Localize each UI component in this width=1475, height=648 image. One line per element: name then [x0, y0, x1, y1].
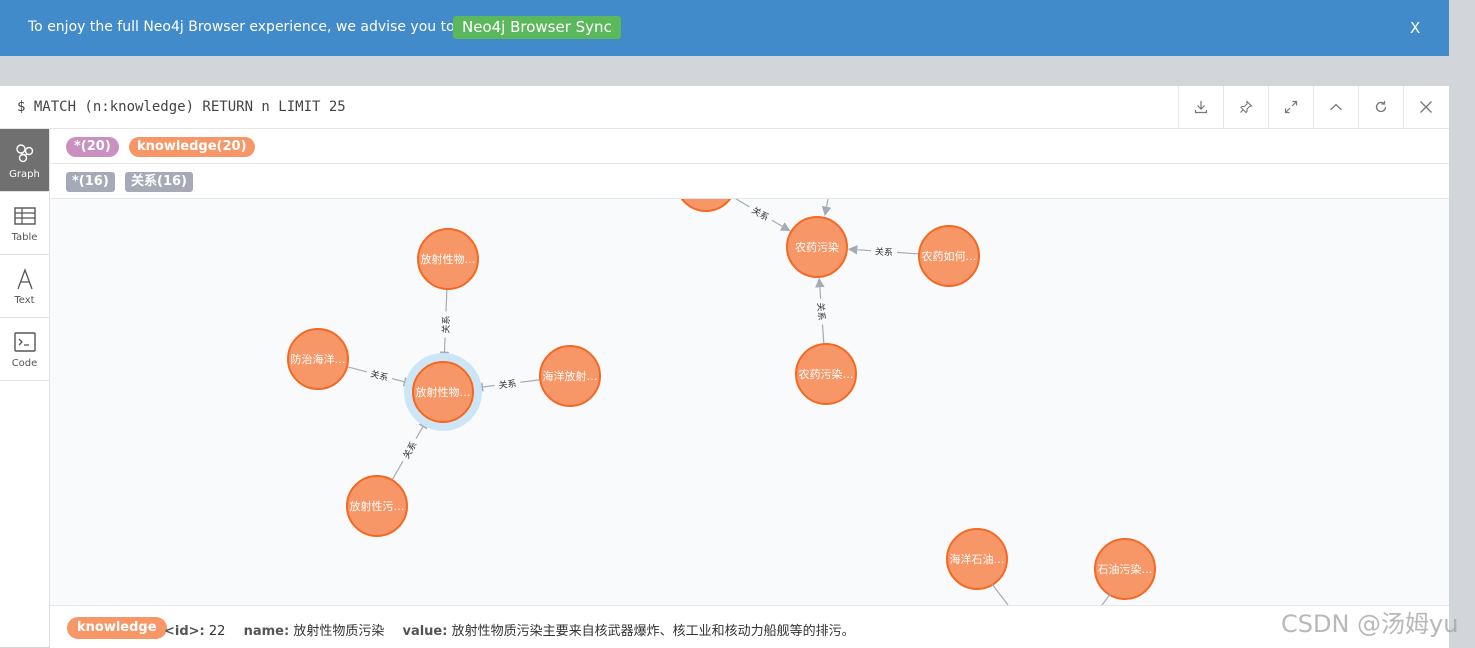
inspector-label-badge[interactable]: knowledge	[67, 617, 167, 639]
node-label: 农药污染	[795, 240, 839, 254]
graph-svg[interactable]: 关系关系关系关系关系关系关系放射性物…防治海洋…放射性物…海洋放射…放射性污…农…	[50, 199, 1449, 605]
legend-rel-type[interactable]: 关系(16)	[125, 172, 193, 192]
node-label: 放射性物…	[416, 385, 471, 399]
sidebar-item-table[interactable]: Table	[0, 192, 49, 255]
graph-node[interactable]	[786, 216, 848, 278]
inspector-properties: <id>: 22 name: 放射性物质污染 value: 放射性物质污染主要来…	[164, 620, 855, 639]
node-label: 海洋放射…	[543, 369, 598, 383]
graph-node[interactable]	[417, 228, 479, 290]
csdn-watermark: CSDN @汤姆yu	[1281, 610, 1459, 638]
collapse-button[interactable]	[1313, 86, 1358, 128]
legend-node-knowledge[interactable]: knowledge(20)	[129, 137, 255, 157]
node-label: 放射性污…	[350, 499, 405, 513]
table-icon	[13, 204, 37, 228]
pin-button[interactable]	[1223, 86, 1268, 128]
id-value: 22	[208, 624, 226, 639]
fullscreen-button[interactable]	[1268, 86, 1313, 128]
edge-label: 关系	[875, 245, 894, 258]
id-key: <id>:	[164, 624, 205, 639]
edge-label-background	[870, 244, 898, 259]
graph-legend: *(20) knowledge(20) *(16) 关系(16)	[50, 129, 1449, 199]
rerun-button[interactable]	[1358, 86, 1403, 128]
graph-node[interactable]	[287, 328, 349, 390]
query-command[interactable]: $ MATCH (n:knowledge) RETURN n LIMIT 25	[17, 99, 346, 115]
result-frame: $ MATCH (n:knowledge) RETURN n LIMIT 25 …	[0, 86, 1449, 648]
node-label: 农药污染…	[799, 367, 854, 381]
browser-sync-button[interactable]: Neo4j Browser Sync	[453, 16, 621, 39]
sidebar-item-text[interactable]: Text	[0, 255, 49, 318]
edge-label-background	[397, 435, 422, 465]
rerun-icon	[1375, 101, 1387, 113]
close-icon	[1420, 101, 1432, 113]
edge-label-background	[814, 298, 829, 325]
name-key: name:	[243, 624, 290, 639]
relationship-types-row: *(16) 关系(16)	[50, 164, 1449, 199]
graph-icon	[13, 141, 37, 165]
relationship-edge[interactable]	[991, 583, 1009, 605]
edge-label-background	[493, 376, 522, 392]
value-value: 放射性物质污染主要来自核武器爆炸、核工业和核动力船舰等的排污。	[451, 624, 855, 639]
banner-text: To enjoy the full Neo4j Browser experien…	[28, 19, 484, 35]
edge-label: 关系	[498, 377, 517, 391]
graph-node[interactable]	[412, 361, 474, 423]
pin-icon	[1240, 100, 1253, 114]
node-label: 海洋石油…	[950, 552, 1005, 566]
text-icon	[13, 267, 37, 291]
close-frame-button[interactable]	[1403, 86, 1448, 128]
graph-node[interactable]	[918, 225, 980, 287]
view-sidebar: Graph Table Text Code	[0, 129, 50, 647]
graph-node[interactable]	[946, 528, 1008, 590]
frame-toolbar	[1178, 86, 1448, 128]
relationship-edge[interactable]	[1101, 591, 1113, 605]
value-key: value:	[402, 624, 448, 639]
edge-label-background	[439, 311, 453, 338]
graph-node[interactable]	[539, 345, 601, 407]
banner-close-button[interactable]: X	[1410, 19, 1421, 37]
node-label: 农药如何…	[922, 249, 977, 263]
graph-node[interactable]	[795, 343, 857, 405]
node-label: 放射性物…	[421, 252, 476, 266]
node-labels-row: *(20) knowledge(20)	[50, 129, 1449, 164]
node-inspector: knowledge <id>: 22 name: 放射性物质污染 value: …	[50, 605, 1449, 648]
download-icon	[1194, 101, 1208, 114]
sidebar-item-graph[interactable]: Graph	[0, 129, 49, 192]
sidebar-item-label: Code	[11, 357, 38, 369]
node-label: 防治海洋…	[291, 352, 346, 366]
download-button[interactable]	[1178, 86, 1223, 128]
header-divider	[0, 128, 1449, 129]
edge-label-background	[746, 201, 775, 226]
legend-node-all[interactable]: *(20)	[66, 137, 119, 157]
collapse-icon	[1330, 103, 1342, 111]
sidebar-item-label: Text	[14, 294, 35, 306]
graph-canvas[interactable]: 关系关系关系关系关系关系关系放射性物…防治海洋…放射性物…海洋放射…放射性污…农…	[50, 199, 1449, 605]
edge-label-background	[365, 366, 394, 385]
graph-node[interactable]	[346, 475, 408, 537]
sidebar-item-code[interactable]: Code	[0, 318, 49, 381]
graph-node[interactable]	[676, 199, 736, 212]
sync-banner: To enjoy the full Neo4j Browser experien…	[0, 0, 1449, 56]
edge-label: 关系	[440, 315, 453, 333]
sidebar-item-label: Table	[11, 231, 38, 243]
expand-icon	[1284, 100, 1298, 114]
legend-rel-all[interactable]: *(16)	[66, 172, 115, 192]
graph-node[interactable]	[1094, 538, 1156, 600]
relationship-edge[interactable]	[821, 199, 832, 217]
sidebar-item-label: Graph	[9, 168, 40, 180]
name-value: 放射性物质污染	[293, 624, 385, 639]
node-label: 石油污染…	[1098, 562, 1153, 576]
edge-label: 关系	[814, 302, 827, 321]
code-icon	[13, 330, 37, 354]
